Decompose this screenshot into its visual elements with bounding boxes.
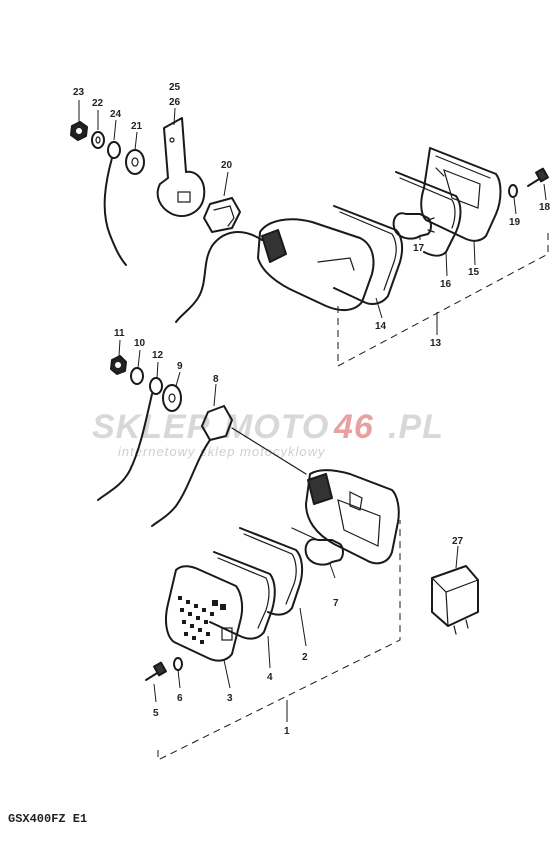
rear-turn-signal-assembly <box>97 339 401 761</box>
terminal-24-icon <box>103 141 127 266</box>
screw-5-icon <box>145 661 167 681</box>
part-number-15: 15 <box>468 267 480 278</box>
gasket-4-icon <box>209 551 276 640</box>
lens-3-pattern <box>178 596 226 644</box>
part-number-21: 21 <box>131 121 143 132</box>
part-number-9: 9 <box>177 361 183 372</box>
part-number-26: 26 <box>169 97 181 108</box>
watermark-brand-part4: .PL <box>388 408 444 446</box>
part-number-10: 10 <box>134 338 146 349</box>
part-number-13: 13 <box>430 338 442 349</box>
part-number-5: 5 <box>153 708 159 719</box>
part-number-2: 2 <box>302 652 308 663</box>
grommet-8-icon <box>151 405 307 527</box>
part-number-11: 11 <box>114 328 125 339</box>
washer-6-icon <box>173 657 183 671</box>
part-number-3: 3 <box>227 693 233 704</box>
part-number-17: 17 <box>413 243 425 254</box>
relay-27-icon <box>431 545 479 635</box>
part-number-20: 20 <box>221 160 233 171</box>
part-number-19: 19 <box>509 217 521 228</box>
lens-15-icon <box>420 147 502 242</box>
part-number-7: 7 <box>333 598 339 609</box>
part-number-6: 6 <box>177 693 183 704</box>
gasket-2-icon <box>239 527 304 616</box>
model-code: GSX400FZ E1 <box>8 812 88 826</box>
bulb-17-icon <box>392 212 435 240</box>
part-number-labels: 23 22 24 21 25 26 20 14 17 16 15 19 18 1… <box>73 82 551 737</box>
watermark-brand-part3: 46 <box>333 408 374 446</box>
screw-18-icon <box>527 167 549 187</box>
part-number-16: 16 <box>440 279 452 290</box>
watermark-brand-part1: SKLEP <box>92 408 210 446</box>
part-number-12: 12 <box>152 350 164 361</box>
washer-19-icon <box>508 184 518 198</box>
part-number-4: 4 <box>267 672 273 683</box>
washer-9-icon <box>162 384 182 412</box>
part-number-1: 1 <box>284 726 290 737</box>
bulb-7-icon <box>291 527 344 566</box>
front-lamp-housing-icon <box>175 218 375 323</box>
part-number-14: 14 <box>375 321 387 332</box>
watermark-brand-part2: MOTO <box>224 408 329 446</box>
part-number-18: 18 <box>539 202 551 213</box>
part-number-22: 22 <box>92 98 104 109</box>
part-number-25: 25 <box>169 82 181 93</box>
rear-lamp-housing-icon <box>305 469 400 565</box>
bracket-25-26-icon <box>156 117 206 217</box>
washer-21-icon <box>125 149 145 175</box>
watermark: SKLEP MOTO 46 .PL internetowy sklep moto… <box>92 408 444 459</box>
part-number-23: 23 <box>73 87 85 98</box>
lens-3-icon <box>165 565 244 662</box>
part-number-24: 24 <box>110 109 122 120</box>
gasket-14-icon <box>333 205 404 305</box>
washer-22-icon <box>91 131 105 149</box>
front-turn-signal-assembly <box>70 100 549 367</box>
gasket-16-icon <box>395 171 462 257</box>
terminal-12-icon <box>97 377 163 501</box>
part-number-8: 8 <box>213 374 219 385</box>
nut-11-icon <box>110 355 127 375</box>
washer-10-icon <box>130 367 144 385</box>
nut-23-icon <box>70 121 88 141</box>
part-number-27: 27 <box>452 536 464 547</box>
grommet-20-icon <box>203 197 241 233</box>
watermark-tagline: internetowy sklep motocyklowy <box>118 444 326 459</box>
